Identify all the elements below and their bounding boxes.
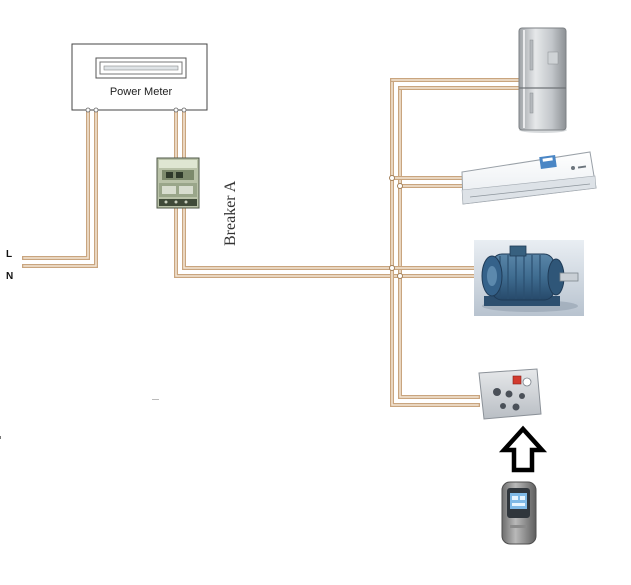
neutral-label: N <box>6 271 13 282</box>
meter-to-breaker-wire <box>174 108 186 164</box>
ac-feed-wire <box>390 176 464 188</box>
power-meter-label: Power Meter <box>110 86 173 98</box>
breaker-a: Breaker A <box>156 157 239 246</box>
stray-mark <box>0 436 1 439</box>
breaker-label: Breaker A <box>222 180 239 246</box>
meter-terminals <box>85 107 187 113</box>
up-arrow-icon <box>498 425 548 473</box>
wall-socket-icon <box>478 368 542 420</box>
power-meter: Power Meter <box>71 43 208 113</box>
line-label: L <box>6 249 12 260</box>
wiring <box>22 78 524 407</box>
stray-mark <box>152 399 159 400</box>
supply-line-wire <box>22 108 90 260</box>
junction-dots <box>389 175 403 279</box>
breaker-to-bus-wire <box>174 203 402 278</box>
distribution-bus <box>390 78 480 407</box>
motor-feed-wire <box>390 266 479 278</box>
air-conditioner-icon <box>461 151 597 205</box>
fridge-feed-wire <box>390 78 524 90</box>
plug-in-device-icon <box>501 481 537 545</box>
electric-motor-icon <box>474 240 584 316</box>
refrigerator-icon <box>518 27 567 133</box>
supply-neutral-wire <box>22 108 98 268</box>
